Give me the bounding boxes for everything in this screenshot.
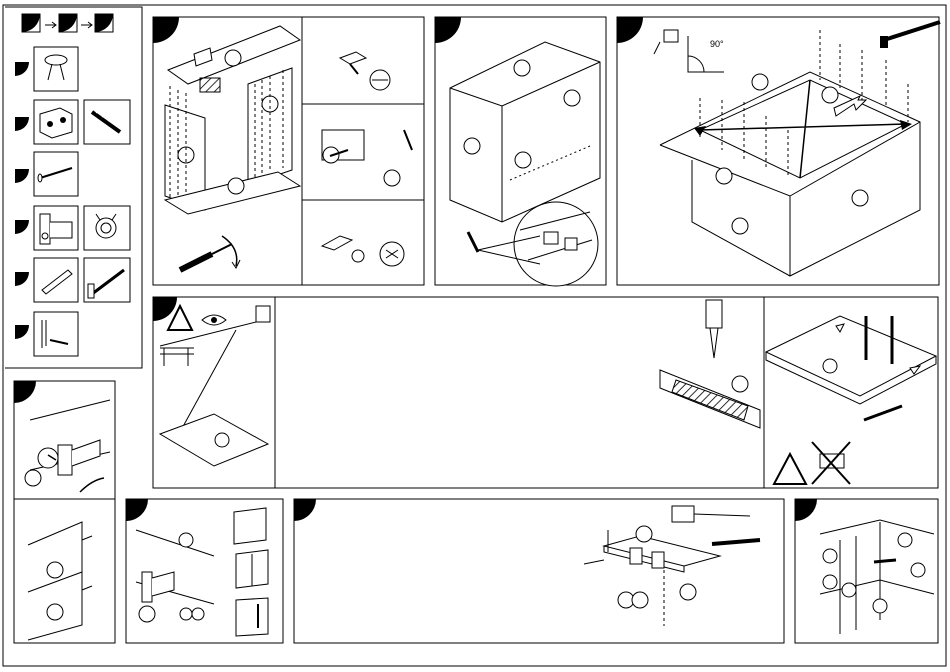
legend-header <box>22 14 113 32</box>
angle-label: 90° <box>710 39 724 49</box>
step-panel-1 <box>14 381 115 499</box>
step-panel-6 <box>126 499 283 643</box>
drill-icon <box>706 300 722 358</box>
step-panel-4: 90° <box>617 17 940 285</box>
step-panel-2 <box>153 17 424 285</box>
no-power-tool-icon <box>812 442 850 484</box>
knob-part-icon <box>34 47 78 91</box>
wall-plug-part-icon <box>84 258 130 302</box>
legend-panel <box>5 7 142 368</box>
bracket-part-icon <box>34 312 78 356</box>
step-panel-3 <box>435 17 606 286</box>
hinge-part-icon <box>34 206 78 250</box>
cam-lock-part-icon <box>34 100 78 144</box>
eye-icon <box>202 315 226 325</box>
legend-row-markers <box>15 62 29 339</box>
nail-part-icon <box>34 152 78 196</box>
dowel-part-icon <box>34 258 78 302</box>
screw-part-icon <box>84 100 130 144</box>
warning-triangle-icon <box>774 454 806 484</box>
hinge-cup-part-icon <box>84 206 130 250</box>
step-panel-8 <box>795 499 938 643</box>
step-panel-5 <box>153 297 938 488</box>
step-panel-7 <box>294 499 784 643</box>
step-panel-1b <box>14 499 115 643</box>
